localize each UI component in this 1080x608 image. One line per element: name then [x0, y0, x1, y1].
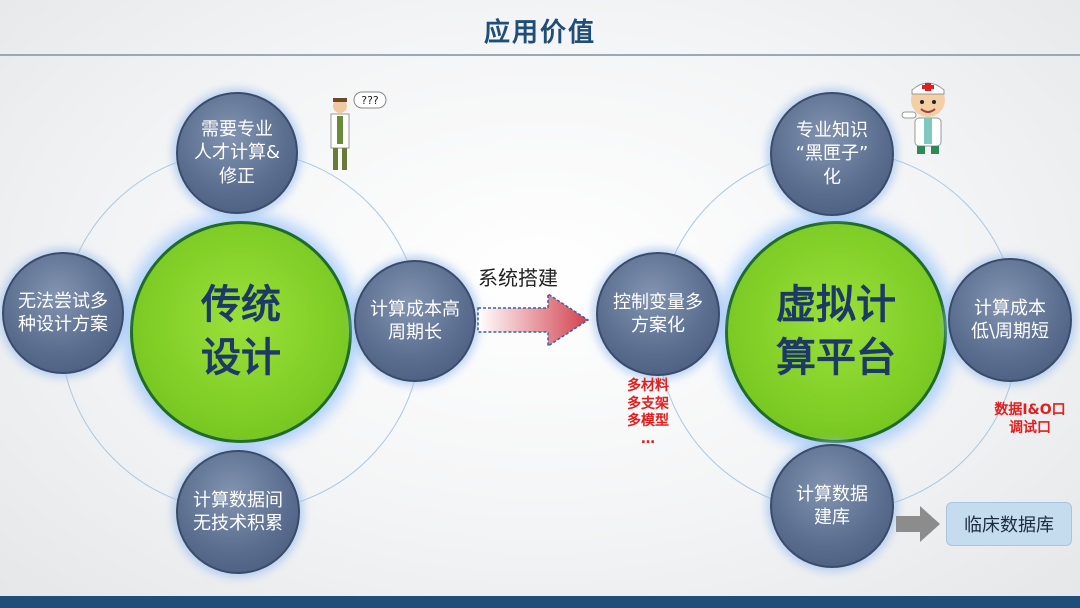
left-center-line-1: 传统	[201, 282, 281, 329]
left-right-node: 计算成本高 周期长	[354, 260, 476, 382]
arrow-right-icon	[477, 292, 590, 348]
right-top-node: 专业知识 “黑匣子” 化	[770, 92, 894, 216]
arrow-label: 系统搭建	[478, 266, 558, 290]
right-center-line-2: 算平台	[776, 335, 896, 381]
confused-doctor-icon: ???	[330, 91, 387, 170]
right-center-line-1: 虚拟计	[776, 282, 896, 329]
left-bottom-node: 计算数据间 无技术积累	[176, 450, 300, 574]
left-center-circle: 传统设计	[130, 221, 352, 443]
thought-bubble-text: ???	[361, 94, 379, 107]
arrow-right-gray-icon	[896, 506, 940, 542]
right-left-note: 多材料 多支架 多模型 …	[627, 378, 669, 447]
left-center-line-2: 设计	[201, 335, 281, 381]
left-left-node: 无法尝试多 种设计方案	[2, 252, 124, 374]
clinical-database-box: 临床数据库	[946, 502, 1072, 546]
right-right-node: 计算成本 低\周期短	[948, 258, 1072, 382]
page-title: 应用价值	[483, 18, 596, 48]
smiling-doctor-icon	[901, 82, 945, 154]
title-divider	[0, 54, 1080, 56]
right-bottom-node: 计算数据 建库	[770, 444, 894, 568]
right-right-note: 数据I&O口 调试口	[994, 402, 1066, 436]
left-top-node: 需要专业 人才计算& 修正	[176, 92, 298, 214]
right-center-circle: 虚拟计算平台	[725, 221, 947, 443]
right-left-node: 控制变量多 方案化	[596, 252, 720, 376]
footer-bar	[0, 596, 1080, 608]
